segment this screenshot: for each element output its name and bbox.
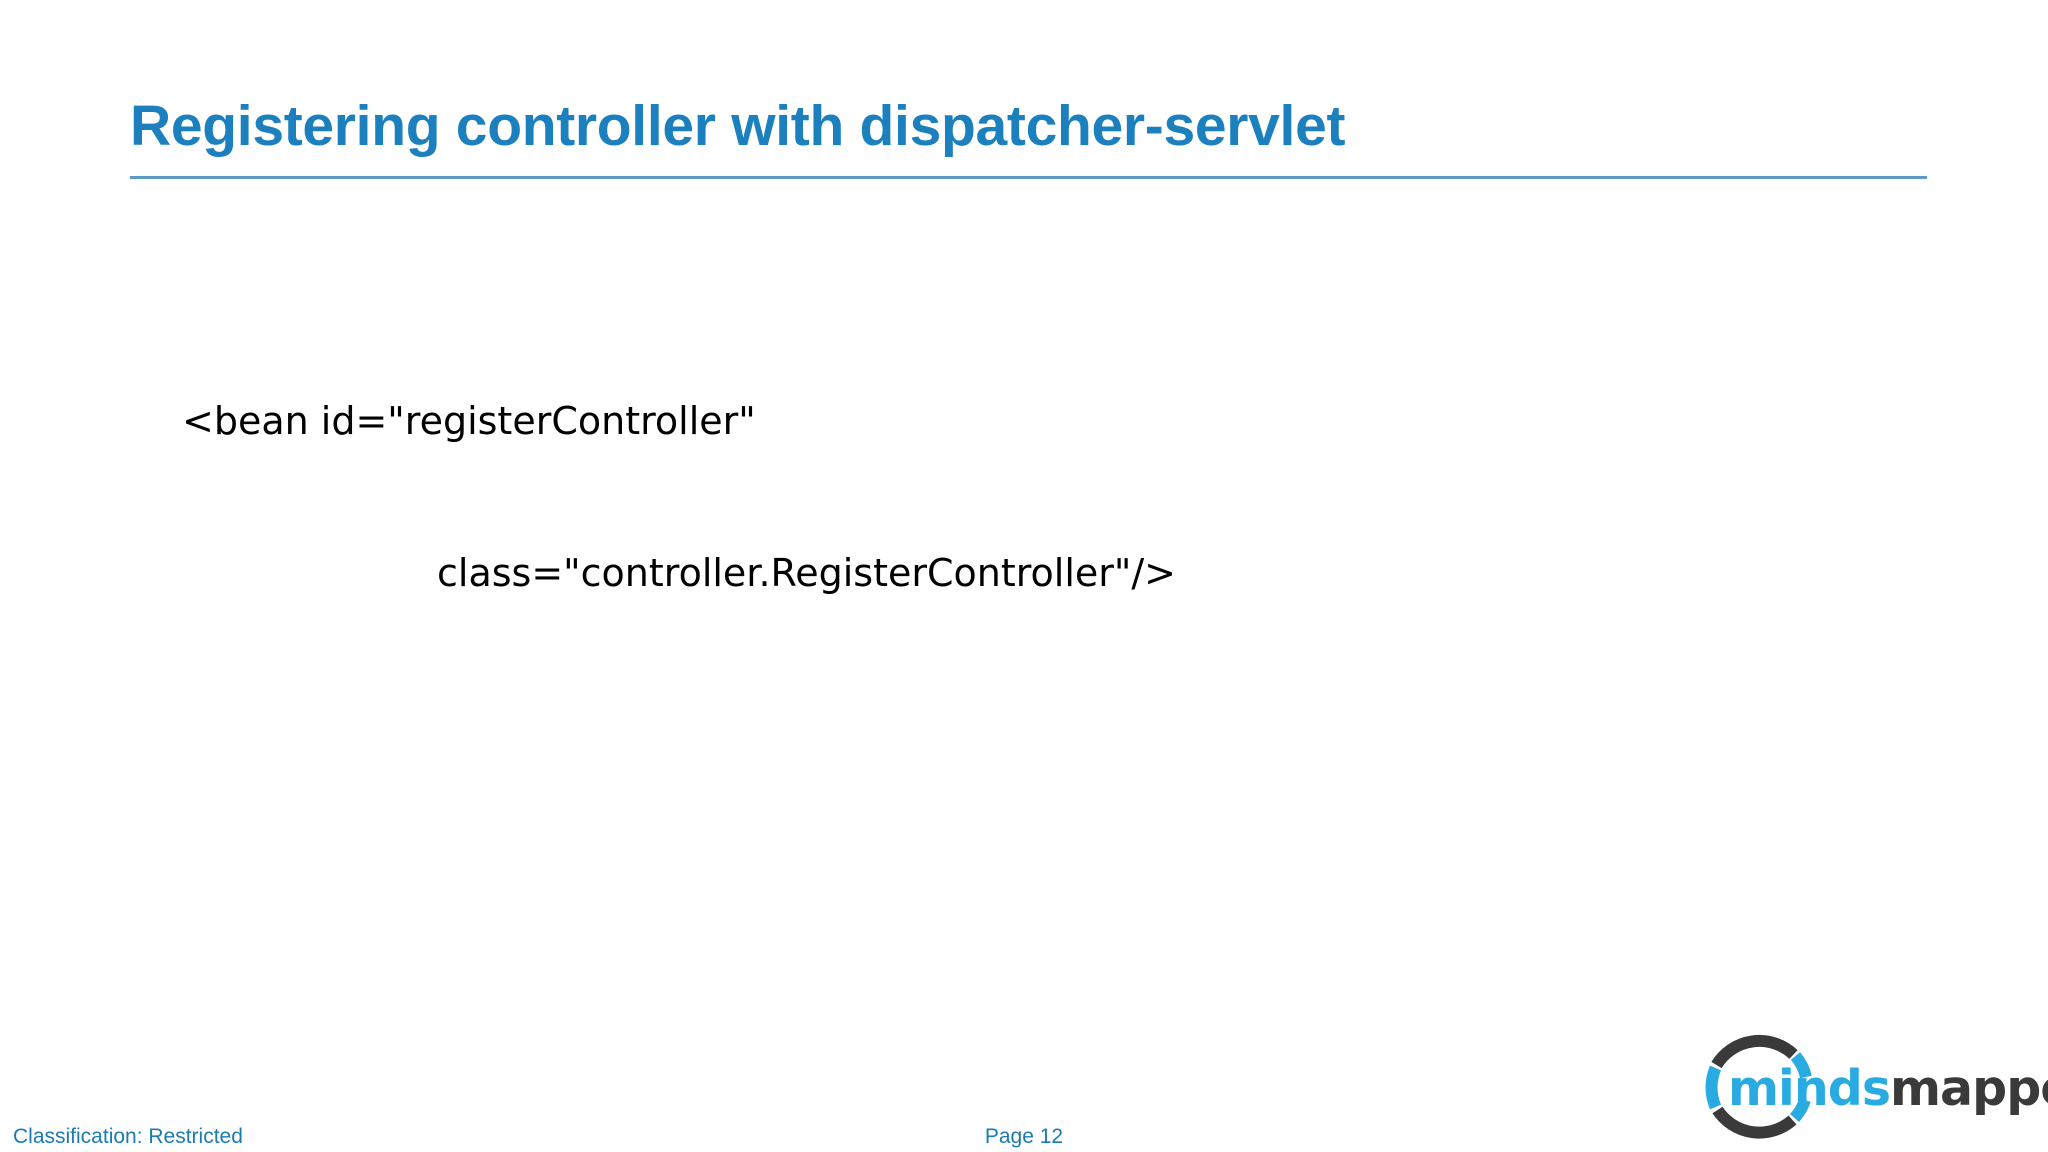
title-block: Registering controller with dispatcher-s… <box>130 94 1930 158</box>
code-line-1: <bean id="registerController" <box>182 399 756 444</box>
code-block: <bean id="registerController" class="con… <box>182 295 1176 699</box>
svg-text:mindsmapped: mindsmapped <box>1728 1060 2048 1117</box>
code-line-2: class="controller.RegisterController"/> <box>437 550 1177 595</box>
mindsmapped-logo-icon: mindsmapped <box>1705 1034 2048 1139</box>
footer-classification-label: Classification: Restricted <box>13 1125 243 1148</box>
mindsmapped-logo: mindsmapped <box>1698 1022 2048 1152</box>
footer-page-number: Page 12 <box>984 1125 1064 1148</box>
title-underline-rule <box>130 176 1927 179</box>
page-title: Registering controller with dispatcher-s… <box>130 94 1346 158</box>
